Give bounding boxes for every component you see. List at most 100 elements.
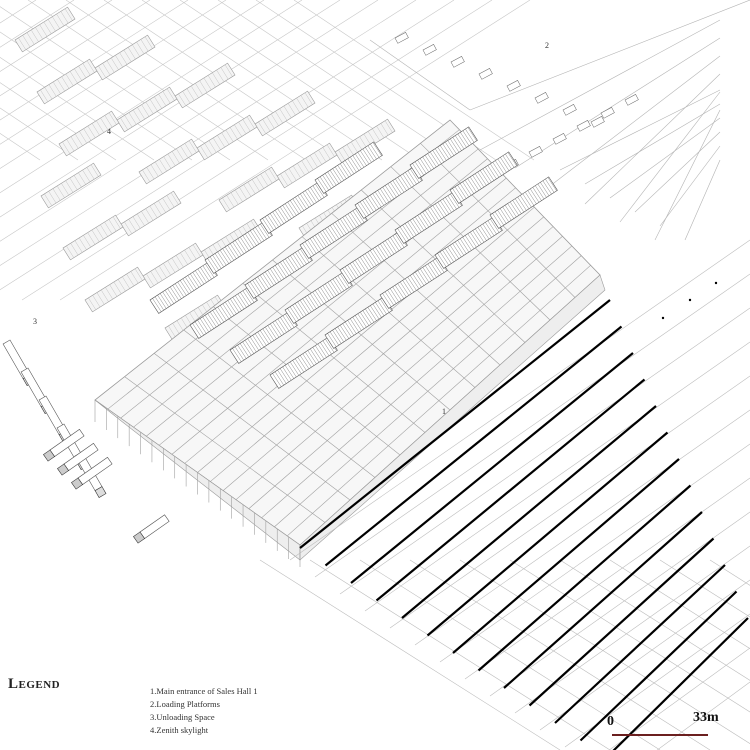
skylight-hatch: [502, 206, 512, 221]
skylight-hatch: [440, 145, 450, 159]
lamp-dots: [661, 281, 718, 320]
platform-line: [479, 19, 721, 151]
canopy-line: [684, 159, 721, 241]
roof-shed-hatch: [234, 189, 243, 202]
parking-stripes: [299, 299, 749, 750]
skylight-hatch: [204, 315, 214, 329]
roof-gridline: [65, 0, 307, 161]
skylight-hatch: [282, 366, 292, 381]
skylight-hatch: [257, 331, 267, 346]
skylight-hatch: [330, 280, 340, 295]
skylight-hatch: [397, 228, 407, 242]
roof-shed-hatch: [217, 135, 225, 148]
roof-shed-hatch: [380, 123, 389, 136]
skylight-hatch: [247, 232, 257, 246]
skylight-hatch: [429, 151, 439, 166]
skylight-hatch: [337, 326, 347, 341]
skylight-hatch: [245, 233, 255, 248]
skylight-hatch: [502, 155, 512, 170]
platform-edge: [469, 0, 750, 111]
roof-shed-hatch: [159, 159, 167, 172]
roof-shed-hatch: [234, 124, 242, 137]
skylight-hatch: [445, 142, 455, 156]
parking-row-line: [364, 341, 750, 612]
skylight-hatch: [214, 253, 224, 267]
skylight-hatch: [475, 228, 485, 243]
skylight-hatch: [459, 183, 469, 197]
skylight-hatch: [327, 226, 337, 241]
skylight-hatch: [270, 323, 280, 338]
skylight-frame: [314, 141, 383, 194]
skylight-hatch: [332, 330, 342, 344]
zenith-skylight: [324, 296, 393, 349]
skylight-hatch: [272, 266, 282, 281]
skylight-hatch: [295, 358, 305, 373]
skylight-hatch: [159, 293, 169, 307]
skylight-hatch: [359, 256, 369, 271]
roof-shed-hatch: [87, 125, 96, 138]
roof-shed-hatch: [338, 149, 346, 162]
skylight-hatch: [300, 248, 310, 263]
roof-shed: [84, 266, 146, 313]
roof-shed-hatch: [136, 41, 145, 55]
skylight-hatch: [320, 287, 330, 301]
roof-shed-hatch: [258, 121, 266, 134]
skylight-hatch: [280, 317, 290, 331]
skylight-hatch: [297, 250, 307, 265]
skylight-hatch: [334, 328, 344, 342]
skylight-hatch: [337, 165, 347, 179]
roof-shed-hatch: [208, 140, 217, 153]
roof-shed-hatch: [144, 36, 153, 49]
skylight-hatch: [304, 241, 314, 256]
vehicle-body: [450, 56, 465, 68]
roof-shed-hatch: [149, 99, 158, 112]
roof-shed-hatch: [52, 16, 60, 29]
roof-shed-hatch: [314, 152, 322, 165]
roof-shed-hatch: [243, 184, 252, 197]
skylight-hatch: [354, 260, 364, 274]
skylight-hatch: [282, 260, 292, 275]
roof-shed-hatch: [283, 105, 292, 118]
canopy-line: [634, 131, 721, 213]
skylight-hatch: [487, 220, 497, 235]
roof-shed-hatch: [246, 116, 255, 129]
parked-vehicle: [576, 120, 591, 132]
skylight-hatch: [365, 147, 375, 161]
roof-shed-hatch: [309, 155, 318, 168]
roof-shed-hatch: [149, 205, 158, 218]
skylight-hatch: [300, 355, 310, 369]
skylight-hatch: [360, 312, 370, 326]
skylight-hatch: [439, 251, 449, 266]
skylight-hatch: [344, 321, 354, 336]
skylight-hatch: [370, 143, 380, 158]
skylight-hatch: [307, 295, 317, 309]
skylight-hatch: [509, 201, 519, 216]
roof-shed-hatch: [108, 219, 117, 232]
skylight-hatch: [414, 161, 424, 176]
skylight-hatch: [507, 203, 517, 218]
truck: [57, 442, 99, 476]
skylight-hatch: [342, 323, 352, 338]
roof-shed-hatch: [172, 323, 181, 336]
skylight-hatch: [367, 251, 377, 266]
roof-shed: [14, 6, 76, 53]
skylight-hatch: [239, 343, 249, 357]
roof-shed-hatch: [222, 197, 230, 210]
roof-shed-hatch: [262, 119, 271, 132]
skylight-hatch: [255, 333, 265, 348]
skylight-hatch: [192, 272, 202, 286]
skylight-hatch: [267, 325, 277, 340]
roof-shed-hatch: [322, 147, 331, 160]
parking-stripe: [528, 537, 715, 707]
roof-shed-hatch: [113, 281, 122, 294]
parking-stripe: [452, 458, 680, 654]
skylight-hatch: [427, 263, 437, 278]
skylight-hatch: [437, 253, 447, 267]
skylight-hatch: [387, 238, 397, 253]
zenith-skylight: [149, 261, 218, 314]
skylight-hatch: [355, 315, 365, 329]
skylight-hatch: [237, 238, 247, 253]
skylight-hatch: [300, 193, 310, 208]
zenith-skylight: [489, 176, 558, 229]
skylight-hatch: [367, 145, 377, 160]
